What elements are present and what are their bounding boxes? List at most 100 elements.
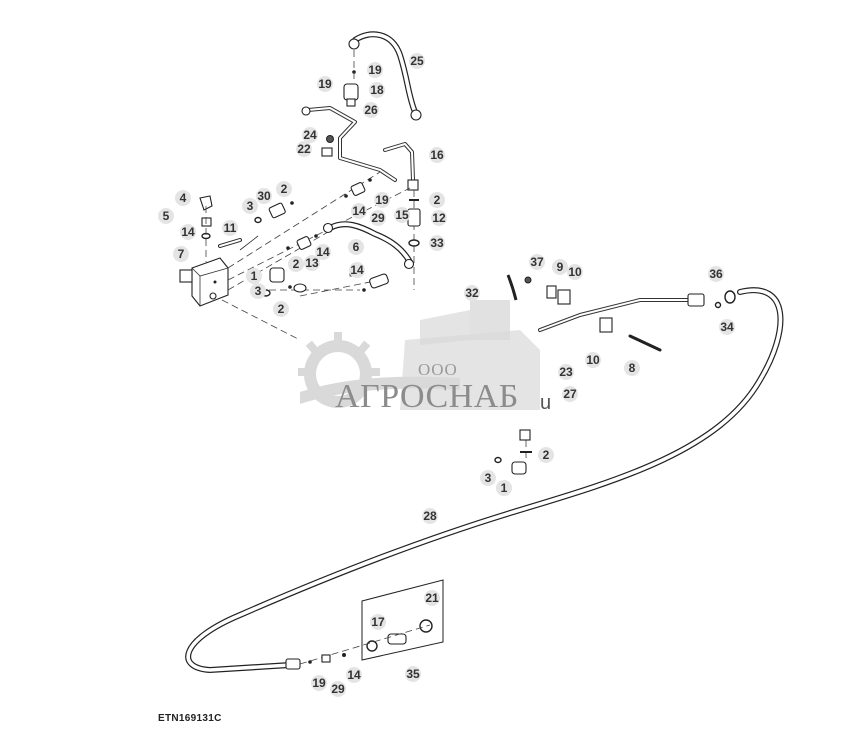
callout-2: 2 [429, 192, 445, 208]
callout-circle-icon [558, 364, 574, 380]
hose-28 [185, 287, 784, 674]
callout-16: 16 [429, 147, 445, 163]
callout-number: 19 [368, 63, 382, 77]
callout-circle-icon [276, 181, 292, 197]
callout-32: 32 [464, 285, 480, 301]
callout-number: 8 [629, 361, 636, 375]
callout-circle-icon [409, 53, 425, 69]
callout-circle-icon [374, 192, 390, 208]
callout-number: 14 [347, 668, 361, 682]
callout-number: 1 [501, 481, 508, 495]
callout-number: 26 [364, 103, 378, 117]
callout-15: 15 [394, 207, 410, 223]
fittings-middle [254, 178, 372, 297]
callout-number: 17 [371, 615, 385, 629]
watermark-suffix: u [540, 392, 552, 414]
callout-number: 23 [559, 365, 573, 379]
callout-number: 19 [318, 77, 332, 91]
callout-circle-icon [302, 127, 318, 143]
callout-circle-icon [173, 246, 189, 262]
callout-14: 14 [346, 667, 362, 683]
callout-2: 2 [273, 301, 289, 317]
callout-circle-icon [464, 285, 480, 301]
callout-number: 33 [430, 236, 444, 250]
callout-3: 3 [250, 283, 266, 299]
kit-35-box [299, 579, 444, 665]
callout-19: 19 [311, 675, 327, 691]
elbow-fitting-18 [343, 50, 359, 107]
callout-circle-icon [175, 190, 191, 206]
small-bracket-22-24 [321, 135, 334, 157]
callout-number: 16 [430, 148, 444, 162]
callout-number: 11 [224, 221, 237, 235]
callout-8: 8 [624, 360, 640, 376]
callout-14: 14 [351, 203, 367, 219]
callout-number: 3 [247, 199, 254, 213]
callout-circle-icon [348, 239, 364, 255]
callout-22: 22 [296, 141, 312, 157]
callout-circle-icon [367, 62, 383, 78]
callout-4: 4 [175, 190, 191, 206]
callout-28: 28 [422, 508, 438, 524]
callout-circle-icon [624, 360, 640, 376]
callout-number: 2 [434, 193, 441, 207]
callout-number: 24 [303, 128, 317, 142]
callout-2: 2 [276, 181, 292, 197]
callout-1: 1 [496, 480, 512, 496]
callout-24: 24 [302, 127, 318, 143]
callout-circle-icon [346, 667, 362, 683]
callout-number: 18 [370, 83, 384, 97]
callout-30: 30 [256, 188, 272, 204]
callout-number: 37 [530, 255, 544, 269]
callout-circle-icon [562, 386, 578, 402]
callout-number: 14 [350, 263, 364, 277]
callout-circle-icon [480, 470, 496, 486]
callout-number: 27 [563, 387, 577, 401]
callout-number: 21 [425, 591, 439, 605]
callout-circle-icon [431, 210, 447, 226]
callout-circle-icon [317, 76, 333, 92]
clamps-9-10 [524, 276, 662, 352]
callout-number: 2 [281, 182, 288, 196]
callout-circle-icon [429, 192, 445, 208]
callout-circle-icon [529, 254, 545, 270]
callout-number: 2 [543, 448, 550, 462]
callout-number: 22 [297, 142, 311, 156]
callout-27: 27 [562, 386, 578, 402]
callout-number: 4 [180, 191, 187, 205]
callout-number: 6 [353, 240, 360, 254]
tube-26 [301, 106, 397, 182]
fittings-34-36 [714, 290, 736, 309]
callout-34: 34 [719, 319, 735, 335]
callout-number: 10 [568, 265, 582, 279]
callout-circle-icon [222, 220, 238, 236]
callout-circle-icon [719, 319, 735, 335]
callout-number: 14 [316, 245, 330, 259]
callout-number: 19 [375, 193, 389, 207]
callout-number: 10 [586, 353, 600, 367]
callout-2: 2 [538, 447, 554, 463]
callout-12: 12 [431, 210, 447, 226]
callout-circle-icon [351, 203, 367, 219]
callout-circle-icon [273, 301, 289, 317]
callout-number: 2 [278, 302, 285, 316]
callout-circle-icon [370, 210, 386, 226]
fittings-left [199, 195, 259, 262]
callout-circle-icon [288, 256, 304, 272]
callout-number: 13 [305, 256, 319, 270]
watermark-company-name: АГРОСНАБ [335, 378, 519, 415]
callout-number: 35 [406, 667, 420, 681]
callout-23: 23 [558, 364, 574, 380]
callout-circle-icon [311, 675, 327, 691]
callout-33: 33 [429, 235, 445, 251]
callout-14: 14 [349, 262, 365, 278]
callout-number: 28 [423, 509, 437, 523]
callout-19: 19 [367, 62, 383, 78]
callout-circle-icon [429, 147, 445, 163]
callout-circle-icon [304, 255, 320, 271]
callout-number: 32 [465, 286, 479, 300]
callout-circle-icon [708, 266, 724, 282]
callout-circle-icon [585, 352, 601, 368]
callout-circle-icon [330, 681, 346, 697]
